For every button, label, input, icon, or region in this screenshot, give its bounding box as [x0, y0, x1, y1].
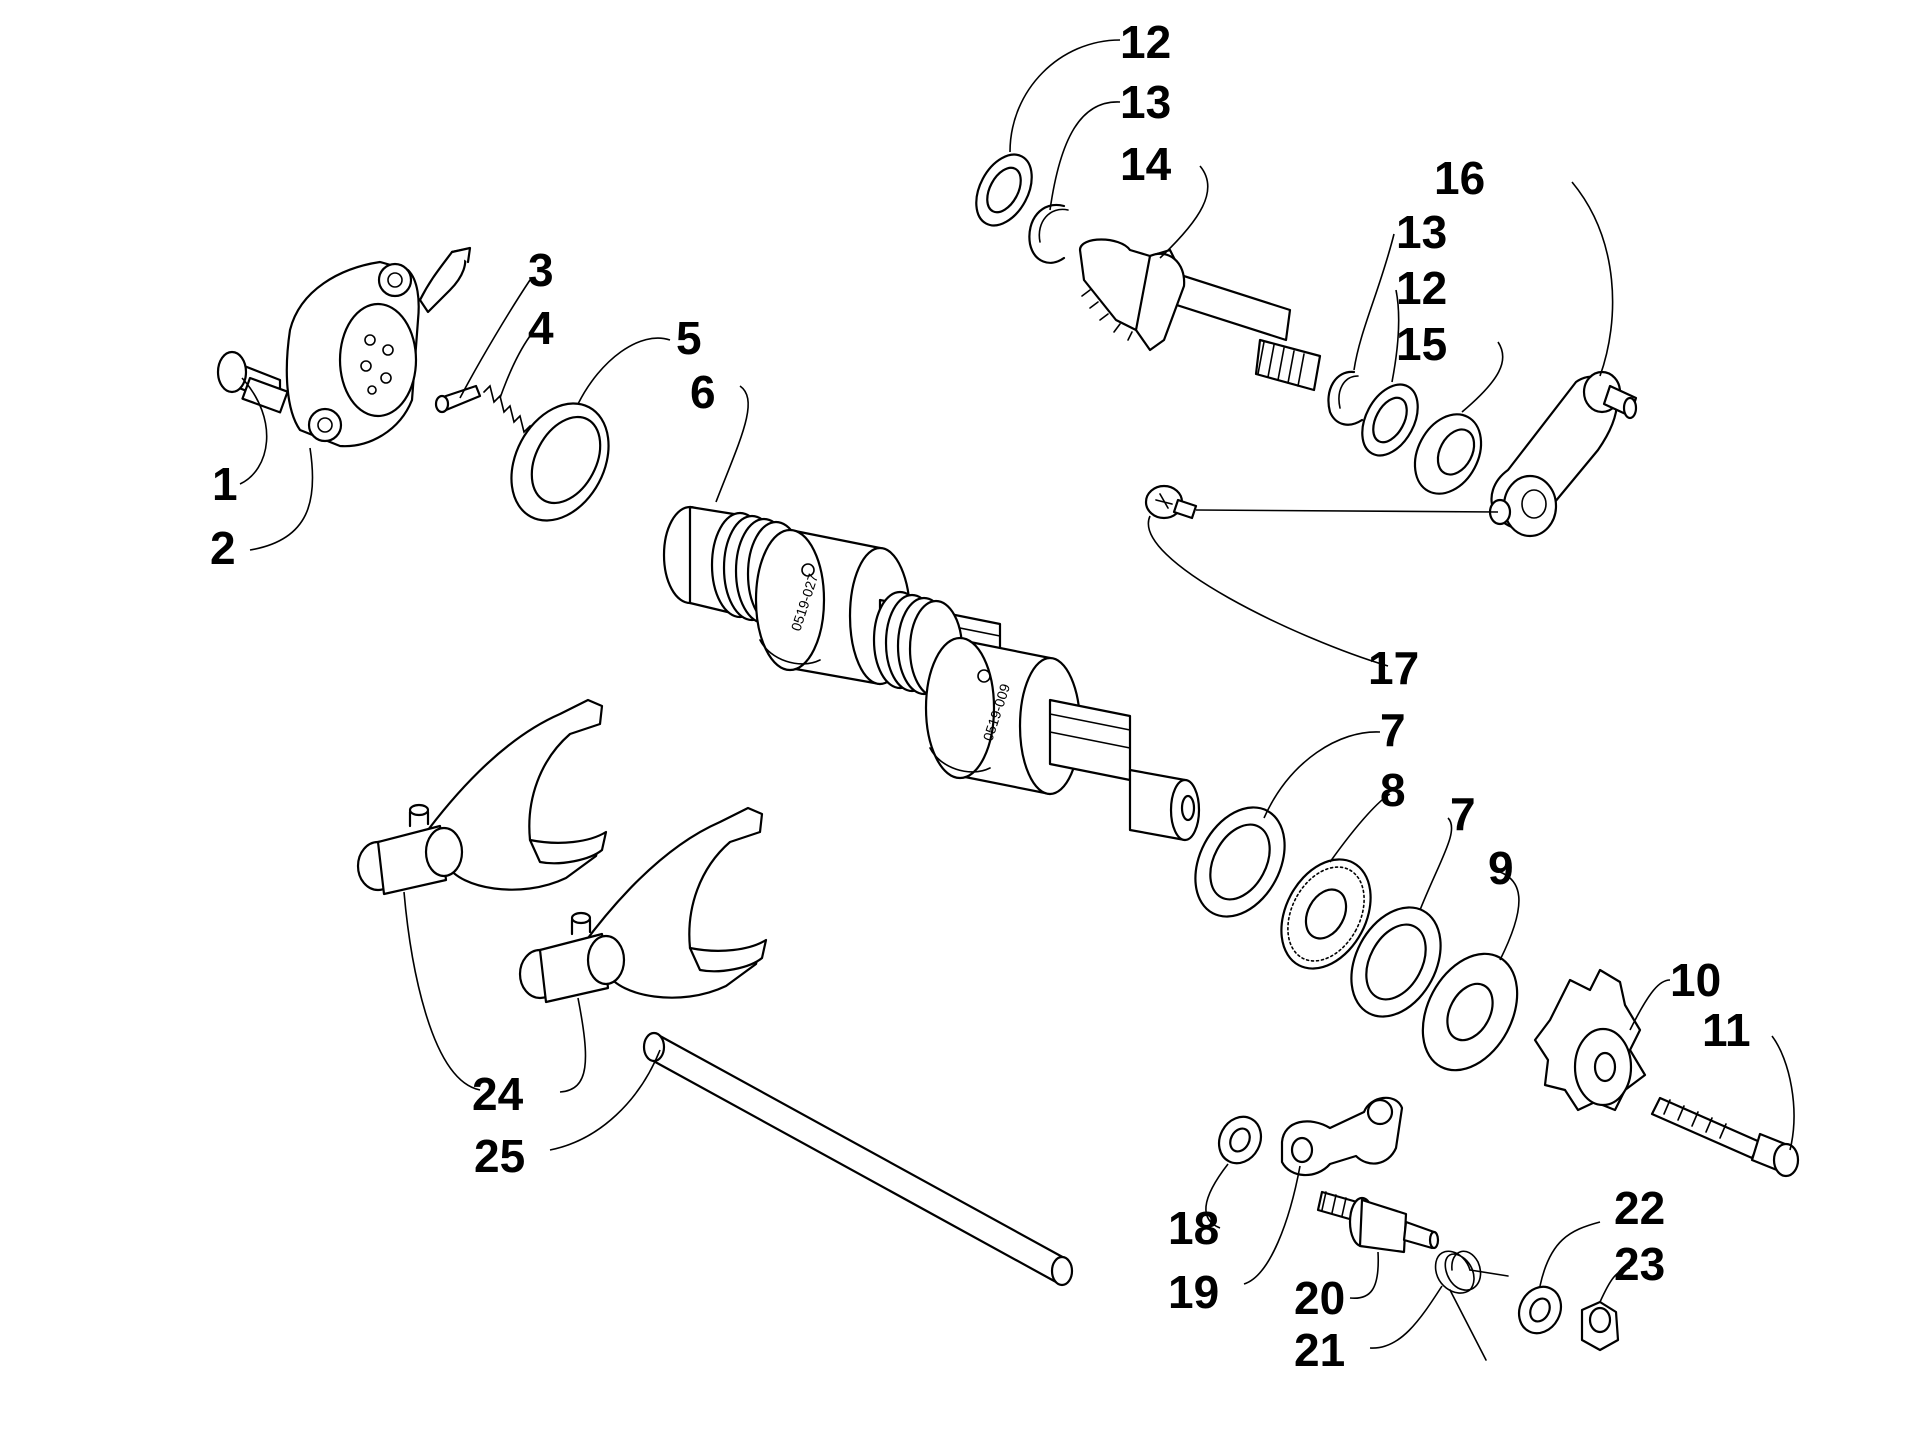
callout-3: 3: [528, 244, 554, 296]
callout-18: 18: [1168, 1202, 1219, 1254]
part-3-pin: [434, 384, 482, 414]
callout-13b: 13: [1396, 206, 1447, 258]
part-24-shift-fork-b: [518, 806, 768, 1004]
callout-9: 9: [1488, 842, 1514, 894]
part-19-stopper-arm: [1280, 1096, 1404, 1177]
callout-17: 17: [1368, 642, 1419, 694]
part-6-shift-drum: 0519-027 0519-009: [662, 505, 1201, 842]
part-17-screw: [1144, 484, 1198, 520]
part-4-spring: [483, 384, 535, 437]
part-23-nut: [1580, 1300, 1620, 1352]
part-15-bearing: [1413, 413, 1483, 495]
leader-lines: [239, 39, 1795, 1349]
part-22-washer: [1517, 1285, 1563, 1335]
part-12-washer-a: [975, 153, 1033, 227]
callout-11: 11: [1702, 1004, 1751, 1056]
callout-12b: 12: [1396, 262, 1447, 314]
part-16-shift-arm: [1488, 370, 1638, 538]
callout-7a: 7: [1380, 704, 1406, 756]
callout-13a: 13: [1120, 76, 1171, 128]
part-10-shift-star: [1533, 968, 1647, 1112]
part-2-sensor-housing: [285, 246, 472, 448]
part-21-torsion-spring: [1434, 1250, 1509, 1361]
callout-23: 23: [1614, 1238, 1665, 1290]
part-13-circlip-a: [1028, 203, 1069, 264]
part-20-pivot-bolt: [1316, 1190, 1440, 1254]
callout-4: 4: [528, 302, 554, 354]
part-12-washer-b: [1361, 383, 1419, 457]
part-9-washer: [1421, 952, 1519, 1072]
part-25-fork-shaft: [642, 1031, 1074, 1287]
part-1-bolt: [216, 350, 289, 414]
callout-7b: 7: [1450, 788, 1476, 840]
callout-14: 14: [1120, 138, 1172, 190]
part-13-circlip-b: [1327, 370, 1364, 426]
part-5-washer: [510, 402, 610, 522]
callout-12a: 12: [1120, 16, 1171, 68]
callout-16: 16: [1434, 152, 1485, 204]
part-7-washer-b: [1350, 906, 1442, 1018]
part-24-shift-fork-a: [356, 698, 608, 896]
callout-21: 21: [1294, 1324, 1345, 1376]
part-7-washer-a: [1194, 806, 1286, 918]
callout-2: 2: [210, 522, 236, 574]
callout-15: 15: [1396, 318, 1447, 370]
part-14-shift-shaft: [1078, 238, 1322, 392]
callout-20: 20: [1294, 1272, 1345, 1324]
callout-5: 5: [676, 312, 702, 364]
part-18-washer: [1217, 1115, 1263, 1165]
callout-19: 19: [1168, 1266, 1219, 1318]
callout-22: 22: [1614, 1182, 1665, 1234]
callout-labels: 1 2 3 4 5 6 7 7 8 9 10 11 12 12 13 13 14…: [210, 16, 1751, 1376]
callout-8: 8: [1380, 764, 1406, 816]
callout-6: 6: [690, 366, 716, 418]
part-11-bolt: [1650, 1096, 1800, 1178]
callout-10: 10: [1670, 954, 1721, 1006]
callout-1: 1: [212, 458, 238, 510]
part-8-thrust-bearing: [1280, 858, 1372, 970]
callout-24: 24: [472, 1068, 524, 1120]
callout-25: 25: [474, 1130, 525, 1182]
